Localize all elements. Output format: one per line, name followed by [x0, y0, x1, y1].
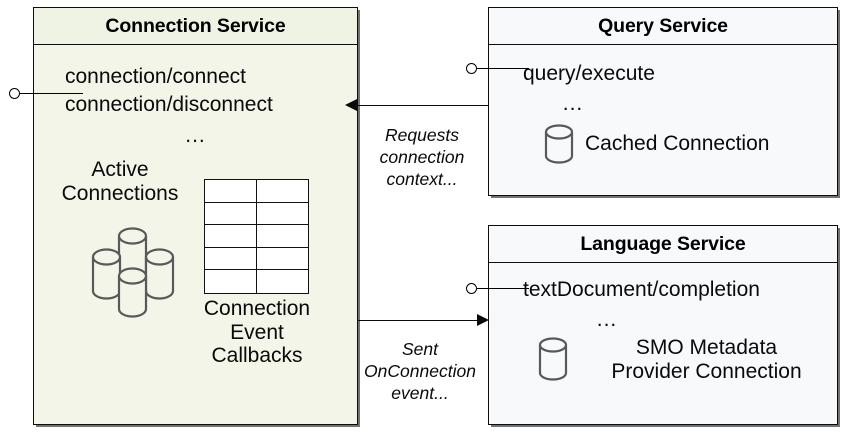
database-cluster-icon — [86, 218, 192, 318]
smo-metadata-provider-resource: SMO Metadata Provider Connection — [537, 336, 834, 383]
smo-label-line1: SMO Metadata — [635, 336, 778, 359]
connector-label-line3: context... — [386, 169, 458, 190]
grid-cell — [205, 225, 257, 248]
connector-label-line3: event... — [391, 383, 449, 404]
callbacks-label-line1: Connection — [203, 297, 311, 320]
grid-cell — [256, 225, 308, 248]
connector-query-to-connection-arrowhead — [345, 98, 357, 111]
smo-label-line2: Provider Connection — [611, 359, 802, 383]
grid-cell — [257, 270, 309, 293]
lollipop-circle-icon — [466, 283, 477, 294]
connection-service-endpoint-1[interactable]: connection/disconnect — [65, 93, 273, 116]
lollipop-stem — [20, 92, 83, 94]
grid-cell — [205, 270, 257, 293]
connector-query-to-connection-label: Requests connection context... — [362, 124, 482, 191]
connection-event-callbacks-grid — [204, 179, 309, 294]
component-connection-service[interactable]: Connection Service connection/connect co… — [33, 7, 358, 425]
grid-cell — [205, 247, 257, 271]
query-service-body: query/execute ... Cached Connection — [489, 45, 837, 195]
smo-metadata-provider-label: SMO Metadata Provider Connection — [579, 336, 834, 383]
connector-label-line2: OnConnection — [364, 361, 476, 382]
language-service-endpoint-0[interactable]: textDocument/completion — [523, 278, 760, 301]
connection-event-callbacks-label: Connection Event Callbacks — [182, 297, 332, 368]
language-service-ellipsis: ... — [596, 308, 618, 331]
grid-cell — [205, 202, 257, 226]
component-language-service[interactable]: Language Service textDocument/completion… — [488, 225, 838, 425]
active-connections-label: Active Connections — [42, 158, 198, 205]
connection-service-ellipsis: ... — [185, 124, 206, 147]
connector-connection-to-language-arrowhead — [477, 313, 489, 326]
query-service-title: Query Service — [489, 8, 837, 45]
query-service-ellipsis: ... — [562, 92, 584, 115]
lollipop-circle-icon — [9, 88, 20, 99]
connector-query-to-connection-line — [357, 105, 488, 106]
grid-cell — [256, 180, 308, 203]
callbacks-label-line2: Event — [230, 320, 284, 344]
active-connections-label-line1: Active — [91, 158, 149, 181]
connector-label-line1: Sent — [402, 339, 438, 359]
lollipop-stem — [477, 287, 529, 289]
connection-service-body: connection/connect connection/disconnect… — [34, 45, 357, 424]
connector-label-line1: Requests — [385, 125, 459, 145]
lollipop-stem — [477, 67, 529, 69]
connection-service-title: Connection Service — [34, 8, 357, 45]
connector-label-line2: connection — [379, 147, 465, 168]
connector-connection-to-language-line — [358, 320, 477, 321]
connection-service-endpoint-0[interactable]: connection/connect — [65, 65, 246, 88]
component-query-service[interactable]: Query Service query/execute ... Cached C… — [488, 7, 838, 196]
database-cylinder-icon — [543, 124, 575, 164]
connector-connection-to-language-label: Sent OnConnection event... — [355, 338, 485, 405]
language-service-title: Language Service — [489, 226, 837, 263]
grid-cell — [256, 203, 308, 226]
grid-cell — [205, 180, 257, 203]
active-connections-label-line2: Connections — [61, 181, 179, 205]
lollipop-circle-icon — [466, 63, 477, 74]
cached-connection-label: Cached Connection — [585, 132, 770, 156]
cached-connection-resource: Cached Connection — [543, 124, 769, 164]
language-service-body: textDocument/completion ... SMO Metadata… — [489, 263, 837, 424]
database-cylinder-icon — [537, 336, 569, 383]
grid-cell — [256, 248, 308, 271]
callbacks-label-line3: Callbacks — [211, 344, 303, 368]
query-service-endpoint-0[interactable]: query/execute — [523, 62, 655, 85]
